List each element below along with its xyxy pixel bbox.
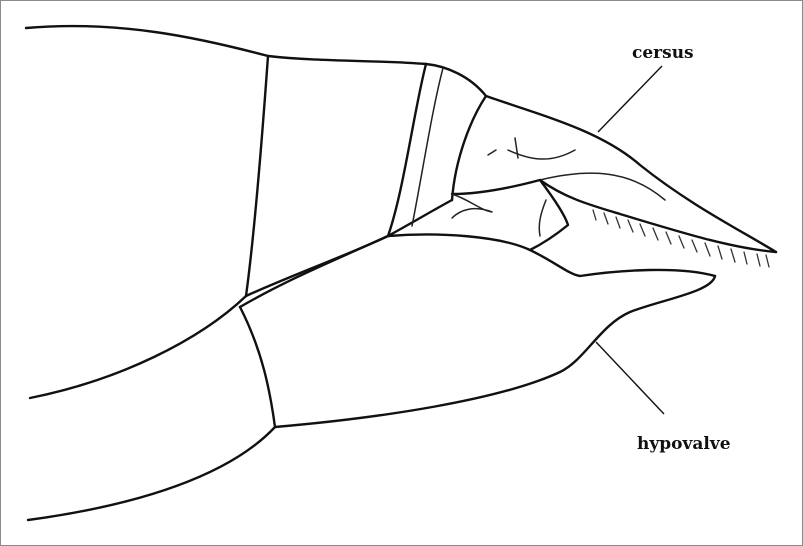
hypovalve-base — [240, 236, 388, 307]
hypovalve-leader-line — [596, 342, 664, 414]
segment-suture-1 — [246, 56, 268, 296]
middle-segment-dorsal — [268, 56, 426, 64]
inner-lobe-fold-2 — [452, 194, 492, 218]
cersus-leader-line — [598, 66, 662, 132]
cersus-label: cersus — [632, 43, 694, 63]
inner-lobe-outline — [530, 180, 568, 250]
inner-lobe-fold — [539, 200, 546, 236]
ring-segment-posterior-edge — [452, 96, 486, 200]
cercus-inner-line — [540, 173, 665, 200]
proximal-segment-ventral-outline — [30, 296, 246, 398]
ring-segment-dorsal — [426, 64, 486, 96]
hypovalve-tip-and-ventral — [275, 276, 715, 427]
cercus-setae — [593, 210, 769, 267]
proximal-segment-dorsal-outline — [26, 26, 268, 56]
ring-inner-line — [412, 68, 443, 226]
middle-segment-posterior-edge — [388, 64, 426, 236]
lower-segment-outline — [28, 427, 275, 520]
cercus-vein-2 — [515, 138, 518, 158]
hypovalve-dorsal — [388, 235, 715, 276]
segment-suture-lower — [240, 307, 275, 427]
cercus-vein-3 — [488, 150, 496, 155]
hypovalve-label: hypovalve — [637, 434, 731, 454]
